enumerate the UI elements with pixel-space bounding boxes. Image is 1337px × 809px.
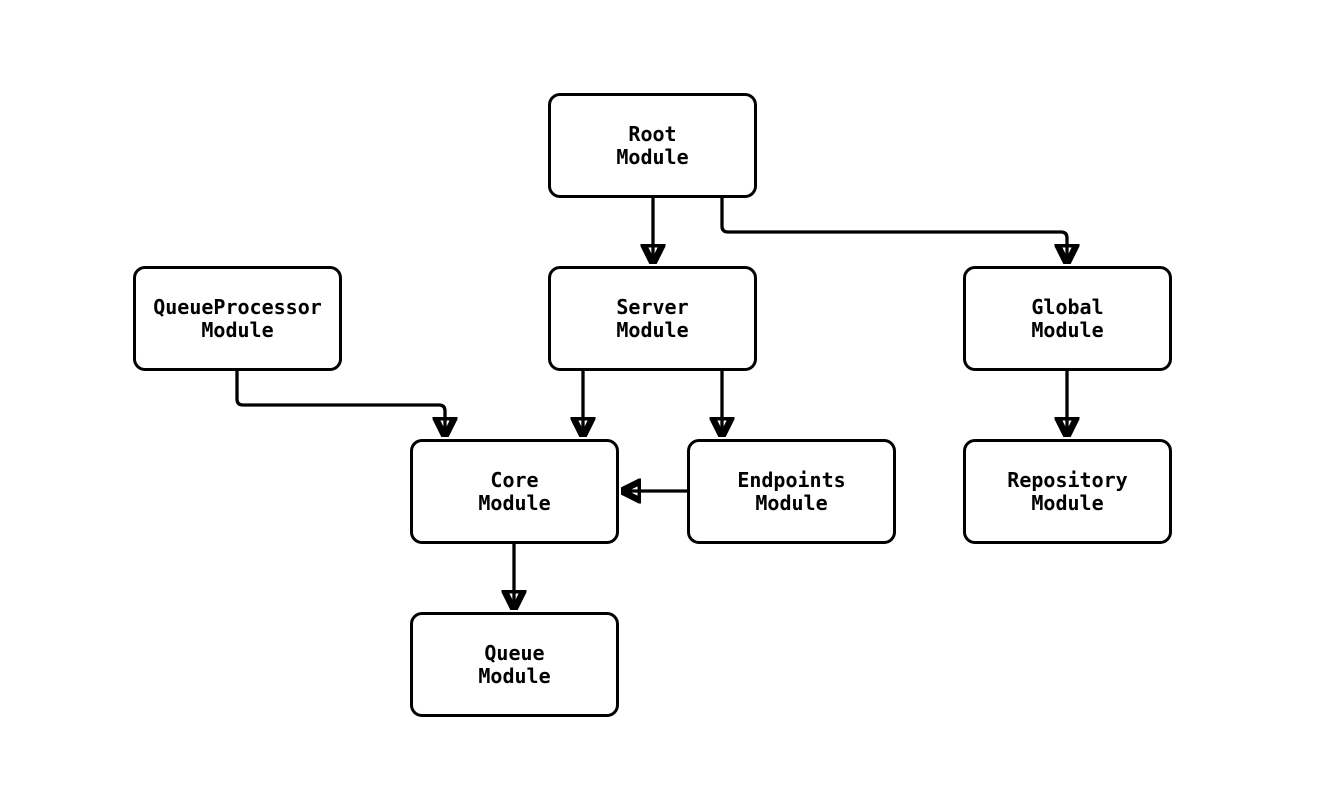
node-server-module: Server Module (548, 266, 757, 371)
node-queue-module: Queue Module (410, 612, 619, 717)
node-endpoints-module-label: Endpoints Module (737, 467, 846, 515)
node-repository-module: Repository Module (963, 439, 1172, 544)
node-queue-module-label: Queue Module (478, 640, 551, 688)
node-global-module: Global Module (963, 266, 1172, 371)
node-server-module-label: Server Module (616, 294, 689, 342)
node-repository-module-label: Repository Module (1007, 467, 1128, 515)
node-root-module: Root Module (548, 93, 757, 198)
node-queueprocessor-module: QueueProcessor Module (133, 266, 342, 371)
edge-queueprocessor-to-core (235, 371, 445, 437)
node-endpoints-module: Endpoints Module (687, 439, 896, 544)
node-queueprocessor-module-label: QueueProcessor Module (153, 294, 322, 342)
node-global-module-label: Global Module (1031, 294, 1104, 342)
node-core-module: Core Module (410, 439, 619, 544)
edge-root-to-global (720, 198, 1067, 264)
node-root-module-label: Root Module (616, 121, 689, 169)
node-core-module-label: Core Module (478, 467, 551, 515)
